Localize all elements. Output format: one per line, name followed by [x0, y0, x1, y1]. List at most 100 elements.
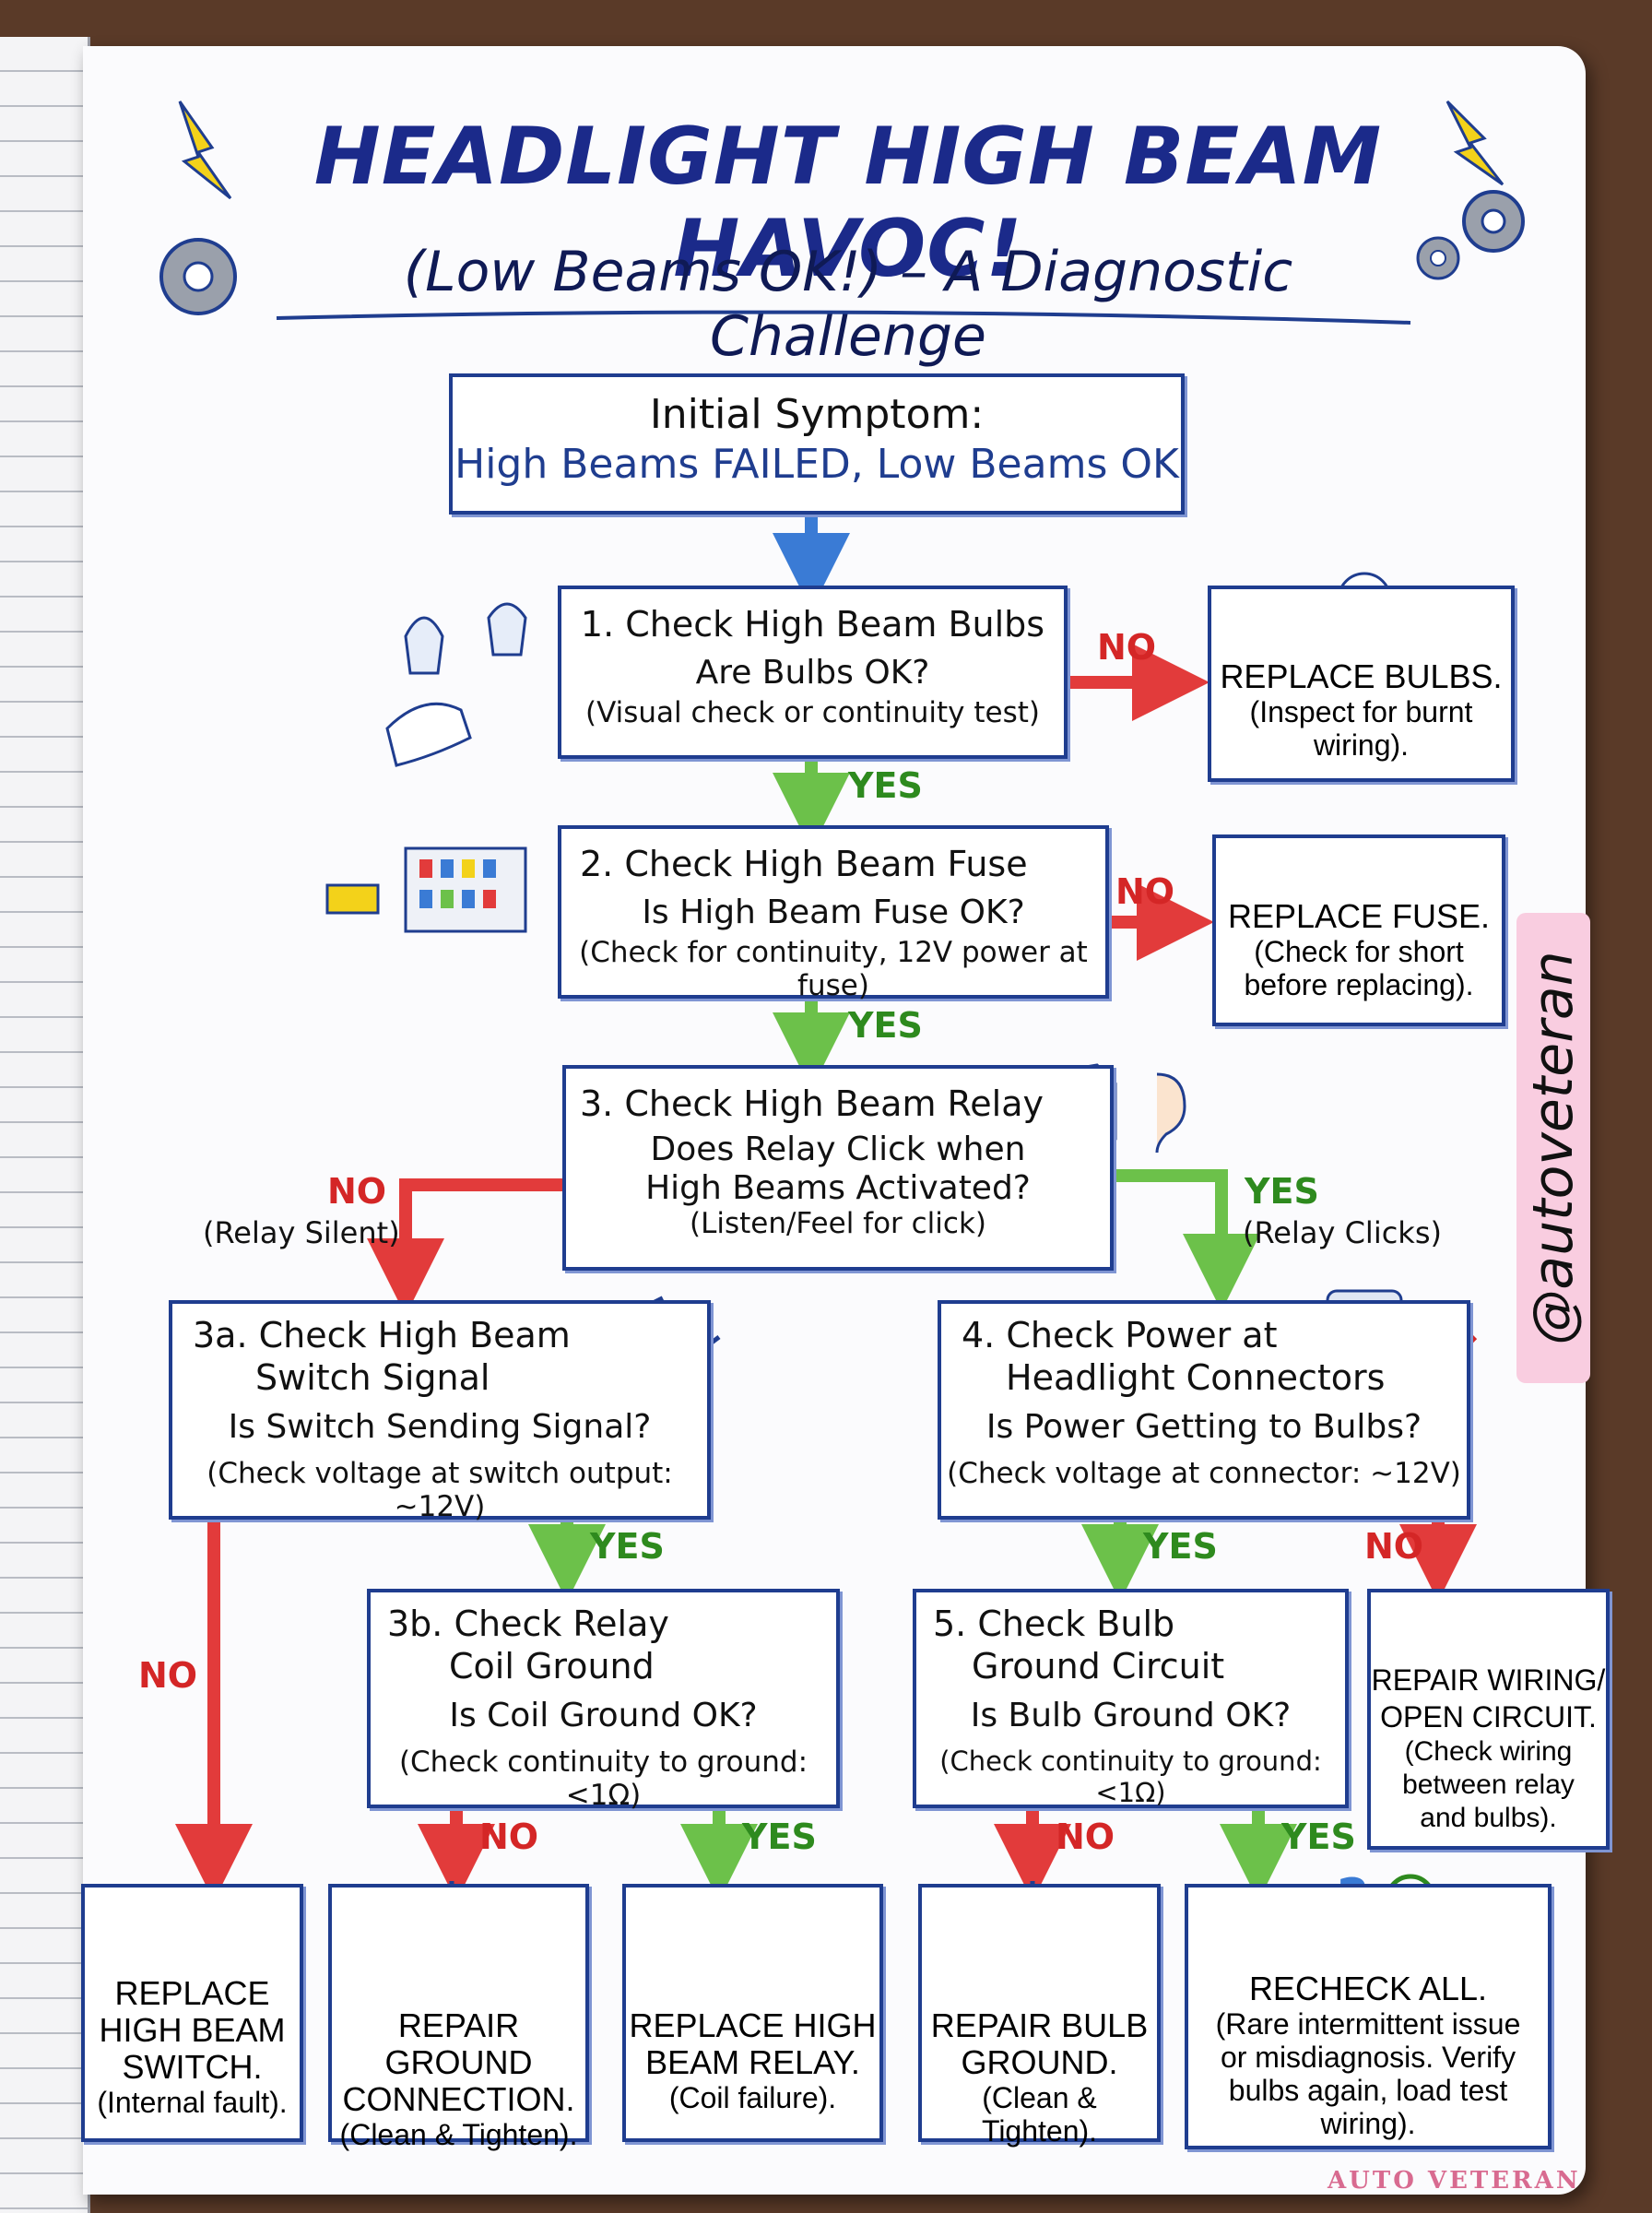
result-heading: REPLACE: [85, 1888, 300, 2012]
step3-title: 3. Check High Beam Relay: [566, 1069, 1110, 1130]
ear-icon: [1157, 1074, 1185, 1153]
blade-fuse-icon: [327, 885, 378, 913]
step1-title: 1. Check High Beam Bulbs: [561, 589, 1064, 650]
yes-label: YES: [590, 1526, 665, 1567]
result-note: and bulbs).: [1371, 1802, 1606, 1835]
no-label: NO: [1364, 1526, 1423, 1567]
step3b-title-line1: 3b. Check Relay: [371, 1592, 836, 1646]
result-heading: REPAIR BULB: [922, 1888, 1157, 2044]
step4-title-line2: Headlight Connectors: [941, 1357, 1467, 1398]
yes-label: YES: [1245, 1171, 1319, 1212]
result-note: (Inspect for burnt: [1211, 695, 1511, 728]
no-label: NO: [1056, 1817, 1115, 1857]
no-label: NO: [1097, 627, 1156, 668]
result-replace-fuse: REPLACE FUSE. (Check for short before re…: [1212, 834, 1505, 1026]
result-heading: REPLACE FUSE.: [1216, 838, 1502, 935]
result-note: (Check for short: [1216, 935, 1502, 968]
step3-box: 3. Check High Beam Relay Does Relay Clic…: [562, 1065, 1114, 1271]
result-note: (Clean & Tighten).: [922, 2081, 1157, 2148]
result-note: (Coil failure).: [626, 2081, 879, 2114]
result-note: or misdiagnosis. Verify: [1188, 2041, 1548, 2074]
fuse-box-icon: [406, 848, 525, 931]
gear-icon: [161, 240, 235, 314]
result-heading: REPAIR WIRING/: [1371, 1592, 1606, 1698]
gear-icon: [1464, 192, 1523, 251]
step1-note: (Visual check or continuity test): [561, 696, 1064, 729]
result-replace-relay: REPLACE HIGH BEAM RELAY. (Coil failure).: [622, 1884, 883, 2142]
step3b-question: Is Coil Ground OK?: [371, 1686, 836, 1746]
gear-icon: [1418, 238, 1458, 278]
no-label: NO: [138, 1655, 197, 1696]
step5-box: 5. Check Bulb Ground Circuit Is Bulb Gro…: [913, 1589, 1349, 1808]
relay-clicks-label: (Relay Clicks): [1243, 1215, 1442, 1250]
yes-label: YES: [1281, 1817, 1356, 1857]
step4-box: 4. Check Power at Headlight Connectors I…: [938, 1300, 1470, 1520]
step5-title-line1: 5. Check Bulb: [916, 1592, 1345, 1646]
step4-title-line1: 4. Check Power at: [941, 1304, 1467, 1357]
yes-label: YES: [848, 1005, 923, 1046]
result-repair-wiring: REPAIR WIRING/ OPEN CIRCUIT. (Check wiri…: [1367, 1589, 1610, 1850]
step3a-question: Is Switch Sending Signal?: [172, 1398, 707, 1457]
result-note: (Check wiring: [1371, 1735, 1606, 1769]
result-heading: REPLACE BULBS.: [1211, 589, 1511, 695]
step2-question: Is High Beam Fuse OK?: [561, 890, 1105, 936]
step3b-note: (Check continuity to ground: <1Ω): [371, 1746, 836, 1812]
step4-note: (Check voltage at connector: ~12V): [941, 1457, 1467, 1490]
brand-logo-text: AUTO VETERAN: [1328, 2167, 1632, 2204]
step1-question: Are Bulbs OK?: [561, 650, 1064, 696]
step1-box: 1. Check High Beam Bulbs Are Bulbs OK? (…: [558, 586, 1068, 759]
result-heading: RECHECK ALL.: [1188, 1888, 1548, 2007]
yes-label: YES: [742, 1817, 817, 1857]
result-heading: REPAIR GROUND: [332, 1888, 585, 2081]
start-line: High Beams FAILED, Low Beams OK: [453, 439, 1181, 491]
watermark-text: @autoveteran: [1516, 913, 1590, 1383]
result-heading: GROUND.: [922, 2044, 1157, 2081]
result-heading: SWITCH.: [85, 2049, 300, 2086]
step3a-note: (Check voltage at switch output: ~12V): [172, 1457, 707, 1523]
step3a-title-line1: 3a. Check High Beam: [172, 1304, 707, 1357]
result-note: (Rare intermittent issue: [1188, 2007, 1548, 2041]
result-note: wiring).: [1188, 2107, 1548, 2140]
step3a-title-line2: Switch Signal: [172, 1357, 707, 1398]
result-note: between relay: [1371, 1769, 1606, 1802]
result-note: bulbs again, load test: [1188, 2074, 1548, 2107]
hand-bulbs-icon: [387, 604, 525, 765]
step5-question: Is Bulb Ground OK?: [916, 1686, 1345, 1746]
lightning-icon: [180, 101, 230, 198]
step3-question-line1: Does Relay Click when: [566, 1130, 1110, 1170]
step3a-box: 3a. Check High Beam Switch Signal Is Swi…: [169, 1300, 711, 1520]
no-label: NO: [479, 1817, 538, 1857]
start-title: Initial Symptom:: [453, 377, 1181, 439]
step5-title-line2: Ground Circuit: [916, 1646, 1345, 1686]
result-note: (Internal fault).: [85, 2086, 300, 2119]
watermark-handle: @autoveteran: [1516, 913, 1590, 1383]
result-repair-ground: REPAIR GROUND CONNECTION. (Clean & Tight…: [328, 1884, 589, 2142]
result-replace-bulbs: REPLACE BULBS. (Inspect for burnt wiring…: [1208, 586, 1515, 782]
step4-question: Is Power Getting to Bulbs?: [941, 1398, 1467, 1457]
result-heading: OPEN CIRCUIT.: [1371, 1698, 1606, 1735]
step5-note: (Check continuity to ground: <1Ω): [916, 1746, 1345, 1808]
step2-box: 2. Check High Beam Fuse Is High Beam Fus…: [558, 825, 1109, 999]
no-label: NO: [1115, 871, 1174, 912]
step3b-title-line2: Coil Ground: [371, 1646, 836, 1686]
result-note: before replacing).: [1216, 968, 1502, 1001]
step2-title: 2. Check High Beam Fuse: [561, 829, 1105, 890]
result-heading: HIGH BEAM: [85, 2012, 300, 2049]
step3-question-line2: High Beams Activated?: [566, 1170, 1110, 1207]
step3-note: (Listen/Feel for click): [566, 1207, 1110, 1240]
yes-label: YES: [1143, 1526, 1218, 1567]
no-label: NO: [327, 1171, 386, 1212]
relay-silent-label: (Relay Silent): [203, 1215, 400, 1250]
step2-note: (Check for continuity, 12V power at fuse…: [561, 936, 1105, 1002]
yes-label: YES: [848, 765, 923, 806]
step3b-box: 3b. Check Relay Coil Ground Is Coil Grou…: [367, 1589, 840, 1808]
lightning-icon: [1447, 101, 1503, 184]
start-symptom-box: Initial Symptom: High Beams FAILED, Low …: [449, 373, 1185, 515]
result-repair-bulb-ground: REPAIR BULB GROUND. (Clean & Tighten).: [918, 1884, 1161, 2142]
result-note: wiring).: [1211, 728, 1511, 762]
result-heading: CONNECTION.: [332, 2081, 585, 2118]
result-heading: BEAM RELAY.: [626, 2044, 879, 2081]
result-note: (Clean & Tighten).: [332, 2118, 585, 2151]
result-heading: REPLACE HIGH: [626, 1888, 879, 2044]
result-recheck-all: RECHECK ALL. (Rare intermittent issue or…: [1185, 1884, 1552, 2149]
